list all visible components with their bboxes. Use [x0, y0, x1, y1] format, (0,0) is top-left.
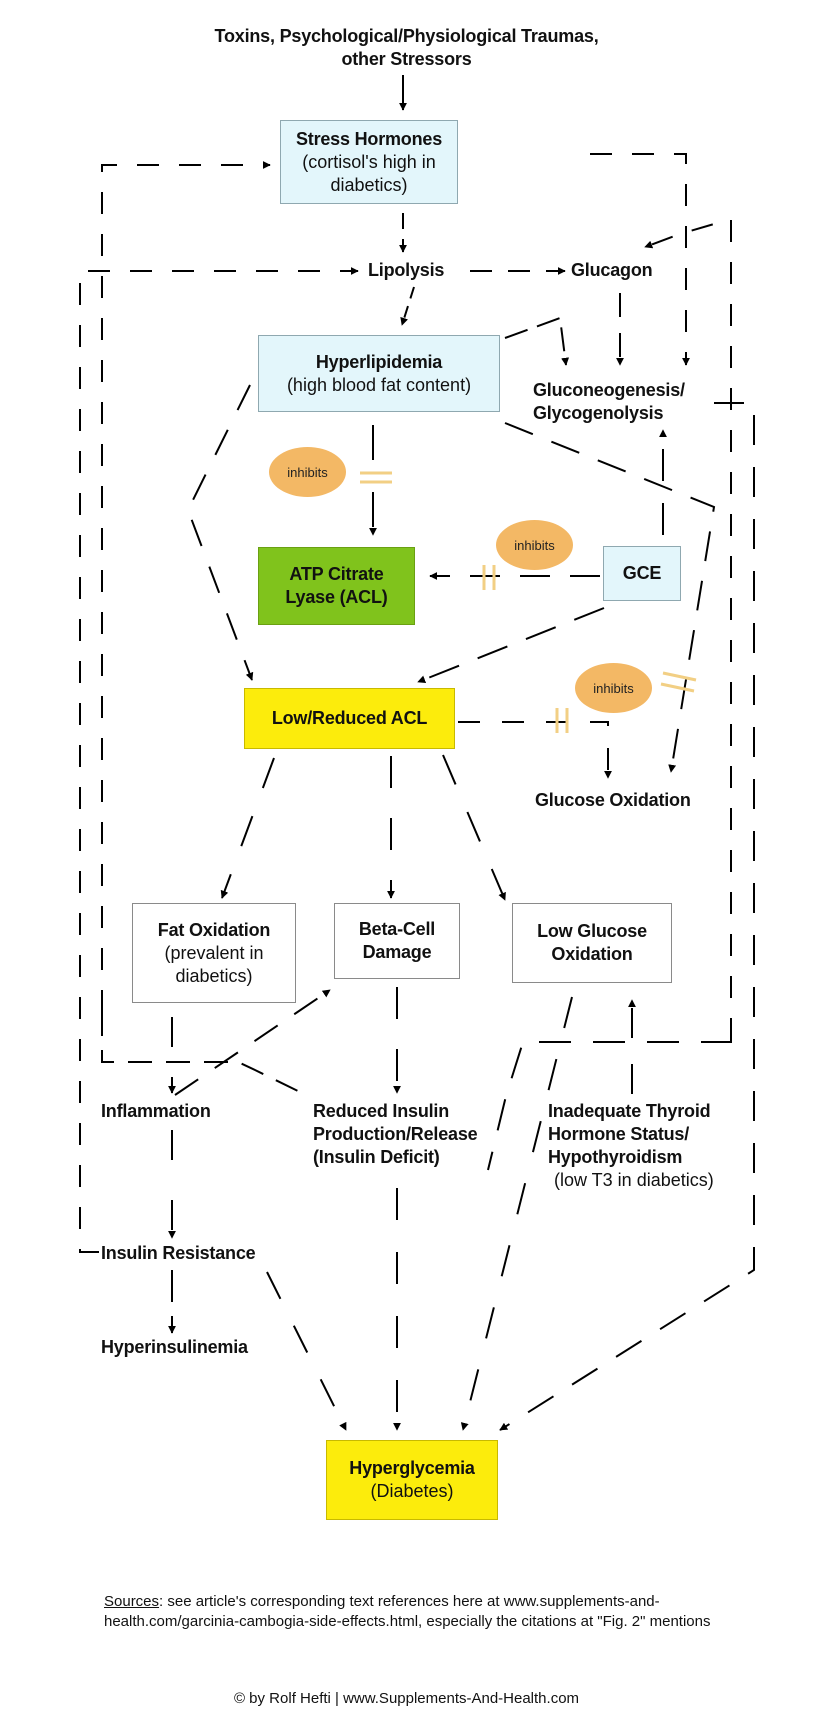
inhibits-badge: inhibits: [575, 663, 652, 713]
stress-hormones-subtitle: (cortisol's high in diabetics): [302, 151, 436, 195]
reduced-insulin-node: Reduced Insulin Production/Release (Insu…: [313, 1100, 478, 1169]
stressors-line2: other Stressors: [341, 49, 472, 69]
arrow-lipolysis-to-hyperlipidemia: [400, 286, 415, 326]
low-glucose-oxidation-line2: Oxidation: [551, 944, 633, 964]
glucose-oxidation-node: Glucose Oxidation: [535, 790, 691, 810]
arrow-loop-right-to-hyperglycemia: [499, 402, 755, 1431]
thyroid-line3: Hypothyroidism: [548, 1147, 683, 1167]
inhibits-badge: inhibits: [269, 447, 346, 497]
sources-label: Sources: [104, 1593, 160, 1610]
thyroid-line1: Inadequate Thyroid: [548, 1101, 711, 1121]
arrow-low-acl-to-low-glucose-oxidation: [442, 754, 506, 901]
arrow-insulin-resistance-to-hyperglycemia: [266, 1271, 347, 1431]
stress-hormones-title: Stress Hormones: [295, 128, 443, 149]
thyroid-node: Inadequate Thyroid Hormone Status/ Hypot…: [548, 1100, 714, 1192]
sources-note: Sources: see article's corresponding tex…: [104, 1592, 724, 1632]
arrow-loop-right-bottom: [487, 1040, 732, 1171]
thyroid-line2: Hormone Status/: [548, 1124, 690, 1144]
inhibits-badge: inhibits: [496, 520, 573, 570]
gce-node: GCE: [603, 546, 681, 601]
hyperlipidemia-node: Hyperlipidemia (high blood fat content): [258, 335, 500, 412]
arrow-loop-right-to-glucagon: [644, 217, 732, 1040]
reduced-insulin-line3: (Insulin Deficit): [313, 1147, 440, 1167]
hyperlipidemia-title: Hyperlipidemia: [315, 351, 443, 372]
arrow-low-glucose-oxidation-to-hyperglycemia: [460, 996, 573, 1431]
hyperglycemia-subtitle: (Diabetes): [370, 1481, 454, 1501]
beta-cell-line2: Damage: [362, 942, 432, 962]
insulin-resistance-node: Insulin Resistance: [101, 1243, 256, 1263]
acl-line1: ATP Citrate: [289, 564, 384, 584]
low-reduced-acl-node: Low/Reduced ACL: [244, 688, 455, 749]
hyperglycemia-title: Hyperglycemia: [349, 1458, 475, 1478]
low-glucose-oxidation-node: Low Glucose Oxidation: [512, 903, 672, 983]
stress-hormones-node: Stress Hormones (cortisol's high in diab…: [280, 120, 458, 204]
arrow-hyperlipidemia-to-gluconeogenesis: [504, 316, 570, 366]
arrow-stress-to-gluconeogenesis: [590, 153, 690, 366]
beta-cell-line1: Beta-Cell: [358, 919, 436, 939]
fat-oxidation-line3: diabetics): [175, 965, 253, 986]
fat-oxidation-line2: (prevalent in: [164, 942, 264, 963]
acl-line2: Lyase (ACL): [285, 587, 388, 607]
stressors-line1: Toxins, Psychological/Physiological Trau…: [214, 26, 599, 46]
gluconeogenesis-line2: Glycogenolysis: [533, 403, 664, 423]
stressors-source-label: Toxins, Psychological/Physiological Trau…: [0, 25, 813, 71]
lipolysis-node: Lipolysis: [368, 260, 445, 280]
arrow-hyperlipidemia-to-low-acl: [186, 384, 254, 681]
sources-text: : see article's corresponding text refer…: [104, 1593, 711, 1630]
hyperinsulinemia-node: Hyperinsulinemia: [101, 1337, 248, 1357]
beta-cell-damage-node: Beta-Cell Damage: [334, 903, 460, 979]
atp-citrate-lyase-node: ATP Citrate Lyase (ACL): [258, 547, 415, 625]
gluconeogenesis-node: Gluconeogenesis/ Glycogenolysis: [533, 379, 685, 425]
inflammation-node: Inflammation: [101, 1101, 211, 1121]
inhibit-bar: [660, 682, 695, 693]
hyperlipidemia-subtitle: (high blood fat content): [286, 374, 472, 395]
arrow-hyperlipidemia-to-glucose-oxidation: [504, 422, 716, 773]
hyperglycemia-node: Hyperglycemia (Diabetes): [326, 1440, 498, 1520]
fat-oxidation-node: Fat Oxidation (prevalent in diabetics): [132, 903, 296, 1003]
arrow-inflammation-to-beta-cell: [174, 989, 331, 1096]
gce-title: GCE: [622, 563, 662, 583]
arrow-loop-left-to-stress: [101, 161, 271, 1012]
reduced-insulin-line1: Reduced Insulin: [313, 1101, 450, 1121]
arrow-loop-outer-left-to-lipolysis: [79, 267, 359, 1253]
fat-oxidation-title: Fat Oxidation: [157, 919, 271, 940]
arrow-loop-inner-bottom: [101, 1012, 301, 1093]
low-glucose-oxidation-line1: Low Glucose: [537, 921, 647, 941]
copyright-line: © by Rolf Hefti | www.Supplements-And-He…: [233, 1690, 580, 1707]
glucagon-node: Glucagon: [571, 260, 653, 280]
arrow-low-acl-to-glucose-oxidation: [458, 721, 612, 779]
thyroid-line4: (low T3 in diabetics): [554, 1170, 714, 1190]
low-acl-title: Low/Reduced ACL: [271, 708, 428, 728]
reduced-insulin-line2: Production/Release: [313, 1124, 478, 1144]
gluconeogenesis-line1: Gluconeogenesis/: [533, 380, 685, 400]
arrow-low-acl-to-fat-oxidation: [220, 757, 275, 899]
arrow-gce-to-low-acl: [417, 607, 605, 684]
inhibit-bar: [662, 671, 697, 682]
